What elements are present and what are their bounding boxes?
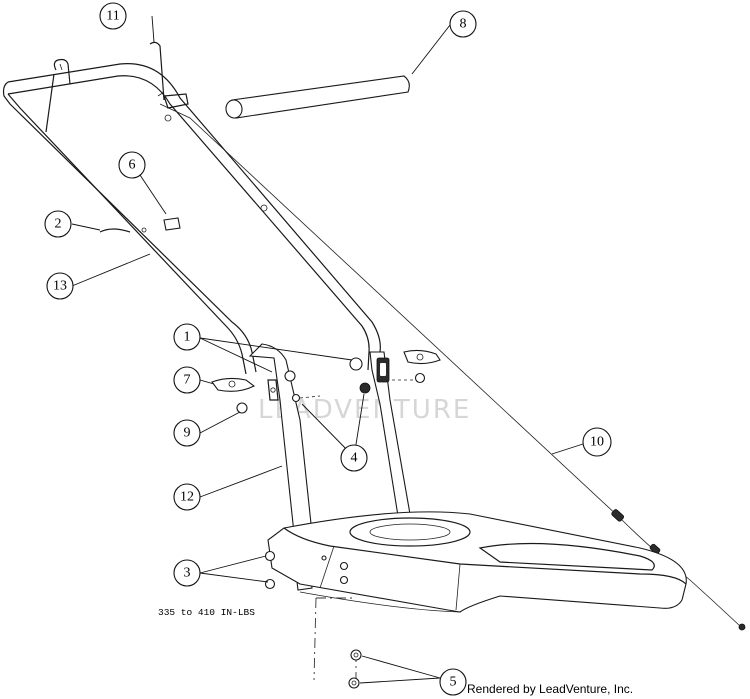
callout-1: 1 bbox=[173, 323, 201, 351]
callout-3: 3 bbox=[173, 559, 201, 587]
callout-3-label: 3 bbox=[184, 566, 191, 581]
handle-grip bbox=[225, 75, 410, 119]
callout-12: 12 bbox=[173, 483, 201, 511]
callout-6: 6 bbox=[118, 151, 146, 179]
callout-5-label: 5 bbox=[450, 675, 457, 690]
callout-10: 10 bbox=[582, 427, 612, 457]
callout-9: 9 bbox=[173, 419, 201, 447]
callout-7: 7 bbox=[173, 366, 201, 394]
callout-13-label: 13 bbox=[53, 279, 67, 294]
right-lower-handle bbox=[369, 351, 411, 517]
callout-11: 11 bbox=[99, 2, 127, 30]
callout-13: 13 bbox=[46, 272, 74, 300]
callout-6-label: 6 bbox=[129, 158, 136, 173]
control-cable bbox=[157, 91, 746, 631]
upper-handle bbox=[2, 58, 381, 375]
callout-11-label: 11 bbox=[106, 9, 119, 24]
callout-8-label: 8 bbox=[460, 17, 467, 32]
cable-guide-part bbox=[163, 217, 181, 231]
cable-tie-part bbox=[99, 227, 147, 233]
right-knob bbox=[403, 349, 441, 384]
cable-clip-top bbox=[149, 41, 268, 212]
callout-10-label: 10 bbox=[590, 435, 604, 450]
washer-parts bbox=[348, 649, 362, 689]
callout-4: 4 bbox=[340, 444, 368, 472]
phantom-lines bbox=[313, 597, 357, 686]
callout-9-label: 9 bbox=[184, 426, 191, 441]
callout-8: 8 bbox=[449, 10, 477, 38]
credit-text: Rendered by LeadVenture, Inc. bbox=[467, 682, 633, 696]
callout-2: 2 bbox=[44, 210, 72, 238]
torque-note: 335 to 410 IN-LBS bbox=[158, 607, 255, 618]
callout-5: 5 bbox=[439, 668, 467, 696]
callout-12-label: 12 bbox=[180, 490, 194, 505]
left-knob bbox=[211, 370, 296, 392]
mower-deck bbox=[264, 511, 687, 613]
bolt-parts bbox=[236, 357, 414, 414]
callout-1-label: 1 bbox=[184, 330, 191, 345]
callout-2-label: 2 bbox=[55, 217, 62, 232]
callout-7-label: 7 bbox=[184, 373, 191, 388]
callout-4-label: 4 bbox=[351, 451, 358, 466]
